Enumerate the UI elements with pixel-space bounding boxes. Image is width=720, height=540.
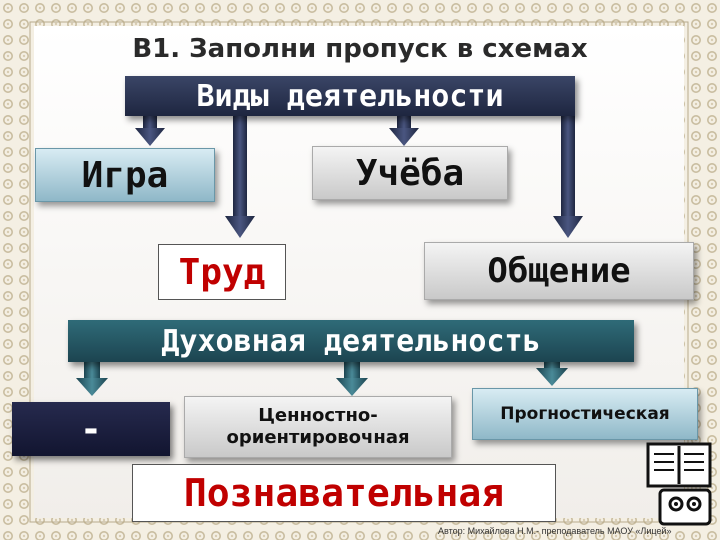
arrow-to-value xyxy=(336,360,368,396)
labor-label: Труд xyxy=(178,251,266,293)
communication-box: Общение xyxy=(424,242,694,300)
prognostic-box: Прогностическая xyxy=(472,388,698,440)
arrow-to-prognostic xyxy=(536,360,568,386)
book-reader-icon xyxy=(646,442,712,526)
activity-types-label: Виды деятельности xyxy=(196,78,504,114)
cognitive-answer-box: Познавательная xyxy=(132,464,556,522)
blank-box: - xyxy=(12,402,170,456)
study-label: Учёба xyxy=(355,152,465,194)
prognostic-label: Прогностическая xyxy=(500,403,670,424)
slide-title: В1. Заполни пропуск в схемах xyxy=(132,34,588,64)
arrow-to-labor xyxy=(225,110,255,238)
author-credit: Автор: Михайлова Н.М.- преподаватель МАО… xyxy=(438,526,672,536)
value-orientation-label: Ценностно-ориентировочная xyxy=(226,405,410,448)
blank-label: - xyxy=(80,408,102,450)
cognitive-label: Познавательная xyxy=(183,471,505,515)
activity-types-box: Виды деятельности xyxy=(125,76,575,116)
communication-label: Общение xyxy=(487,251,631,291)
spiritual-activity-box: Духовная деятельность xyxy=(68,320,634,362)
arrow-to-communication xyxy=(553,110,583,238)
labor-answer-box: Труд xyxy=(158,244,286,300)
value-orientation-box: Ценностно-ориентировочная xyxy=(184,396,452,458)
play-box: Игра xyxy=(35,148,215,202)
spiritual-activity-label: Духовная деятельность xyxy=(161,323,541,359)
study-box: Учёба xyxy=(312,146,508,200)
play-label: Игра xyxy=(81,154,169,196)
arrow-to-blank xyxy=(76,360,108,396)
